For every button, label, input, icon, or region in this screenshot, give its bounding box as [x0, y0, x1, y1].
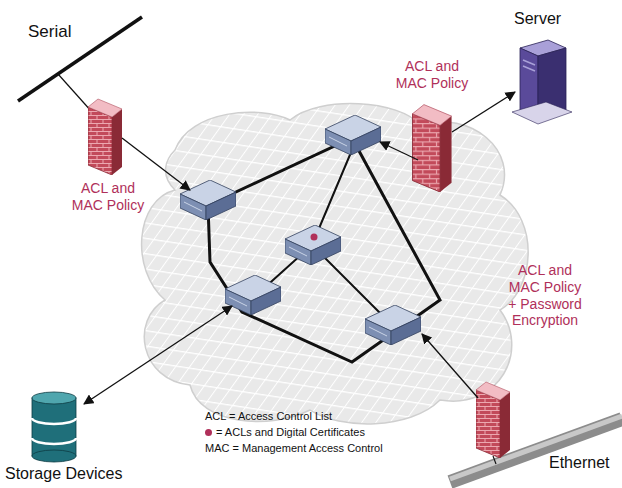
server-node: Server	[514, 10, 561, 28]
legend-swatch	[205, 429, 212, 436]
policy-label: ACL and MAC Policy	[69, 180, 147, 214]
storage-node: Storage Devices	[5, 465, 122, 483]
icon-caption: Storage Devices	[5, 465, 122, 483]
policy-label: ACL and MAC Policy	[393, 58, 471, 92]
icon-caption: Server	[514, 10, 561, 28]
legend-note: MAC = Management Access Control	[205, 442, 383, 455]
legend-note: ACL = Access Control List	[205, 410, 332, 423]
policy-label: ACL and MAC Policy + Password Encryption	[506, 262, 584, 329]
legend-text: = ACLs and Digital Certificates	[216, 426, 365, 438]
line-label: Serial	[28, 22, 71, 42]
line-label: Ethernet	[549, 453, 609, 472]
legend-row: = ACLs and Digital Certificates	[205, 426, 365, 438]
